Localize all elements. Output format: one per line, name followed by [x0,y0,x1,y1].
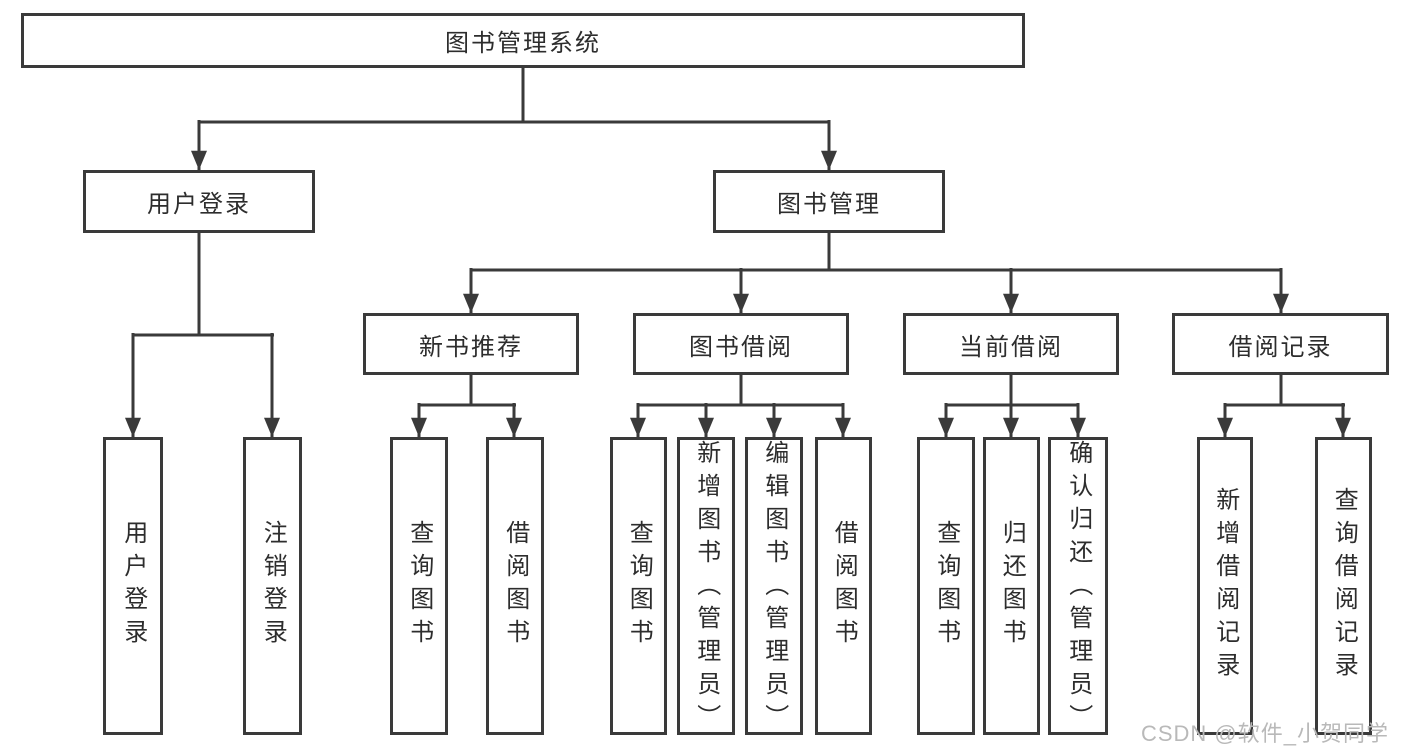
leaf-query-books-current: 查询图书 [917,437,975,735]
node-label: 当前借阅 [959,333,1063,361]
node-label: 图书管理 [777,191,881,218]
leaf-label: 查询图书 [405,520,433,652]
node-borrowing-records: 借阅记录 [1172,313,1389,375]
leaf-borrow-books: 借阅图书 [815,437,872,735]
node-current-borrowing: 当前借阅 [903,313,1119,375]
leaf-label: 查询借阅记录 [1330,487,1358,685]
leaf-label: 借阅图书 [501,520,529,652]
leaf-return-book: 归还图书 [983,437,1040,735]
node-library-management-system: 图书管理系统 [21,13,1025,68]
leaf-logout: 注销登录 [243,437,302,735]
node-book-borrowing: 图书借阅 [633,313,849,375]
leaf-query-books-borrow: 查询图书 [610,437,667,735]
leaf-label: 查询图书 [625,520,653,652]
leaf-confirm-return-admin: 确认归还（管理员） [1048,437,1108,737]
node-book-management: 图书管理 [713,170,945,233]
node-label: 图书借阅 [689,333,793,361]
node-label: 用户登录 [147,191,251,218]
leaf-label: 归还图书 [998,520,1026,652]
node-label: 新书推荐 [419,333,523,361]
leaf-label: 查询图书 [932,520,960,652]
leaf-label: 注销登录 [259,520,287,652]
leaf-label: 借阅图书 [830,520,858,652]
leaf-add-book-admin: 新增图书（管理员） [677,437,735,737]
leaf-edit-book-admin: 编辑图书（管理员） [745,437,803,737]
leaf-query-books-recommend: 查询图书 [390,437,448,735]
node-new-book-recommendation: 新书推荐 [363,313,579,375]
leaf-label: 确认归还（管理员） [1064,440,1092,737]
leaf-query-borrow-record: 查询借阅记录 [1315,437,1372,735]
leaf-borrow-books-recommend: 借阅图书 [486,437,544,735]
leaf-label: 新增借阅记录 [1211,487,1239,685]
node-label: 图书管理系统 [445,30,601,57]
csdn-watermark: CSDN @软件_小贺同学 [1140,721,1389,746]
leaf-user-login: 用户登录 [103,437,163,735]
leaf-add-borrow-record: 新增借阅记录 [1197,437,1253,735]
leaf-label: 新增图书（管理员） [692,440,720,737]
node-user-login: 用户登录 [83,170,315,233]
leaf-label: 用户登录 [119,520,147,652]
leaf-label: 编辑图书（管理员） [760,440,788,737]
node-label: 借阅记录 [1228,333,1333,361]
